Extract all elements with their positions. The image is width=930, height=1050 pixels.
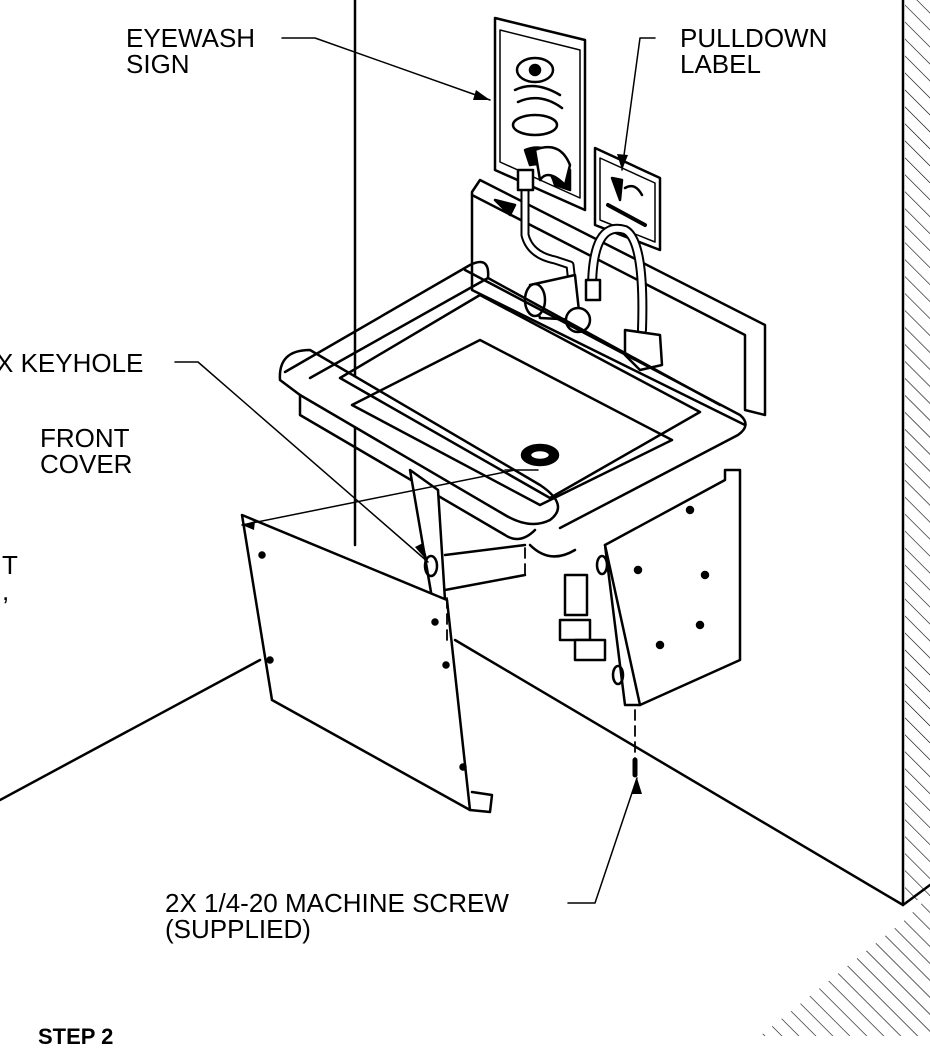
eyewash-tube [516,145,580,315]
faucet [584,223,664,372]
plumbing [443,543,607,662]
pulldown-label-line1: PULLDOWN [680,23,828,53]
keyhole-label: X KEYHOLE [0,348,144,378]
front-cover-panel [240,513,494,814]
machine-screw-label-line1: 2X 1/4-20 MACHINE SCREW [165,888,509,918]
pulldown-label-line2: LABEL [680,49,761,79]
eyewash-sign-label-line2: SIGN [126,49,190,79]
cutoff-label: T , [2,552,18,604]
cutoff-label-line1: T [2,550,18,580]
eyewash-sign-label-line1: EYEWASH [126,23,256,53]
cutoff-label-line2: , [2,576,10,606]
alignment-lines [446,547,636,766]
front-cover-label: FRONT COVER [40,425,132,477]
front-cover-label-line2: COVER [40,449,133,479]
pulldown-label-text: PULLDOWN LABEL [680,25,827,77]
step-heading: STEP 2 [38,1024,114,1049]
eyewash-sign-label: EYEWASH SIGN [126,25,255,77]
arrowheads [242,90,642,794]
machine-screw-label-line2: (SUPPLIED) [165,914,311,944]
front-cover-label-line1: FRONT [40,423,130,453]
room-lines [0,0,930,907]
wall-hatch [760,0,930,1036]
leader-lines [174,37,656,904]
sink-basin [278,260,747,541]
machine-screw-label: 2X 1/4-20 MACHINE SCREW (SUPPLIED) [165,890,509,942]
right-bracket [595,468,742,707]
